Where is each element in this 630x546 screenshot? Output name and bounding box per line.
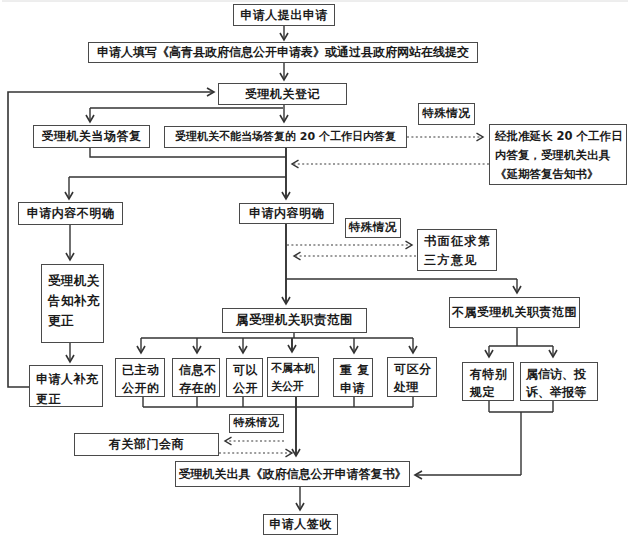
node-clear: 申请内容明确 [239, 203, 334, 224]
node-onspot-reply: 受理机关当场答复 [33, 125, 150, 148]
node-can-public: 可以 公开 [226, 358, 263, 397]
node-petition: 属信访、投 诉、举报等 [520, 362, 598, 401]
node-special-case-3: 特殊情况 [229, 414, 284, 433]
node-separable: 可区分 处理 [387, 357, 437, 397]
node-register: 受理机关登记 [218, 83, 347, 105]
node-notify-supplement: 受理机关 告知补充 更正 [41, 264, 104, 343]
node-special-rules: 有特别 规定 [462, 362, 514, 401]
node-fill-form: 申请人填写《高青县政府信息公开申请表》或通过县政府网站在线提交 [88, 42, 478, 63]
node-repeat-apply: 重 复 申请 [333, 358, 373, 397]
node-special-case-2: 特殊情况 [345, 218, 401, 238]
node-not-exist: 信息不 存在的 [172, 358, 220, 397]
node-already-public: 已主动 公开的 [115, 358, 165, 397]
node-out-of-scope: 不属受理机关职责范围 [449, 297, 580, 328]
node-not-this-org: 不属本机 关公开 [267, 357, 319, 397]
node-in-scope: 属受理机关职责范围 [222, 308, 367, 333]
node-consult: 有关部门会商 [74, 433, 219, 456]
node-unclear: 申请内容不明确 [18, 202, 123, 225]
node-extension: 经批准延长 20 个工作日 内答复，受理机关出具 《延期答复告知书》 [489, 124, 627, 185]
node-reply-doc: 受理机关出具《政府信息公开申请答复书》 [175, 461, 410, 487]
node-supplement: 申请人补充 更正 [29, 365, 103, 407]
node-sign: 申请人签收 [263, 514, 338, 535]
node-reply-20days: 受理机关不能当场答复的 20 个工作日内答复 [164, 126, 407, 148]
node-special-case-1: 特殊情况 [418, 103, 475, 125]
node-third-party: 书面征求第 三方意见 [417, 229, 497, 271]
node-submit: 申请人提出申请 [233, 4, 335, 26]
